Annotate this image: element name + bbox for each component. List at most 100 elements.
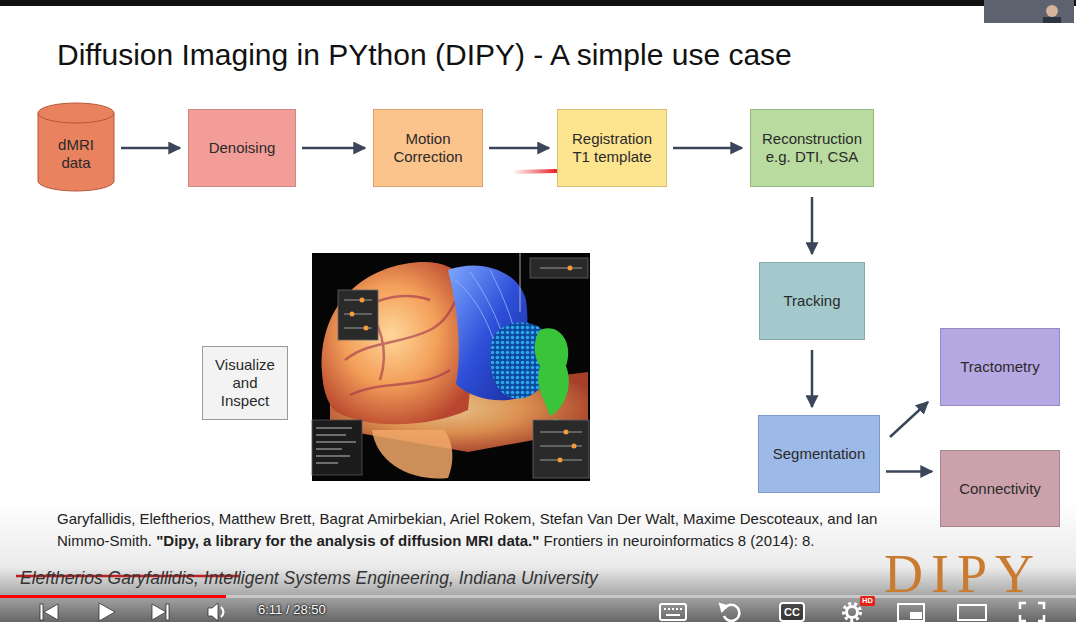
panel-line [316, 448, 342, 450]
box-label: Reconstruction e.g. DTI, CSA [759, 130, 865, 166]
previous-icon [40, 604, 43, 620]
ui-panel [312, 420, 362, 475]
cylinder-body [38, 103, 114, 191]
flow-arrow [886, 470, 932, 473]
panel-line [316, 441, 356, 443]
output-box: Connectivity [940, 450, 1060, 527]
theater-icon [958, 605, 986, 620]
player-controls [40, 603, 224, 621]
ui-panel [530, 258, 588, 278]
render-background [312, 253, 590, 481]
flow-arrow [302, 147, 365, 150]
player-shade [0, 500, 1076, 622]
slider-knob [364, 326, 369, 331]
flow-arrow [121, 147, 180, 150]
hd-badge-text: HD [860, 596, 875, 606]
slider-knob [568, 266, 573, 271]
slider-knob [564, 430, 569, 435]
panel-line [316, 434, 346, 436]
output-box: Tractometry [940, 328, 1060, 406]
citation: Garyfallidis, Eleftherios, Matthew Brett… [57, 508, 929, 552]
data-cylinder: dMRI data [37, 103, 115, 191]
process-box: Motion Correction [373, 109, 483, 187]
panel-line [316, 462, 338, 464]
panel-box [533, 420, 589, 478]
process-box: Registration T1 template [557, 109, 667, 187]
miniplayer-icon [898, 604, 924, 621]
top-bar [0, 0, 1076, 6]
keyboard-keys [664, 608, 682, 610]
volume-wave [221, 607, 224, 617]
ui-panel [338, 290, 378, 340]
box-label: Motion Correction [384, 130, 472, 166]
lower-slice [372, 430, 452, 479]
video-time: 6:11 / 28:50 [258, 603, 326, 618]
panel-box [338, 290, 378, 340]
panel-box [530, 258, 588, 278]
slider-knob [558, 458, 563, 463]
panel-box [312, 420, 362, 475]
panel-lines [316, 428, 356, 463]
next-icon [166, 604, 169, 620]
process-box: Denoising [188, 109, 296, 187]
ui-panel [533, 420, 589, 478]
webcam-frame [984, 0, 1074, 23]
cc-button-text: CC [780, 603, 804, 621]
slider-track [344, 300, 372, 301]
box-label: Connectivity [959, 480, 1041, 498]
flow-arrow [489, 147, 549, 150]
note-box: Visualize and Inspect [202, 346, 288, 420]
box-label: dMRI data [45, 136, 107, 172]
brain-rendering [312, 253, 590, 481]
citation-journal: Frontiers in neuroinformatics 8 (2014): … [544, 532, 815, 549]
process-box: Segmentation [758, 415, 880, 493]
next-icon [152, 604, 166, 620]
keyboard-icon [660, 604, 686, 620]
process-box: Tracking [759, 262, 865, 340]
flow-arrow [811, 197, 814, 254]
box-label: Registration T1 template [568, 130, 656, 166]
box-label: Tracking [784, 292, 841, 310]
slider-track [540, 268, 582, 269]
panel-line [316, 455, 350, 457]
cc-button [780, 603, 804, 621]
flow-arrow [890, 402, 928, 437]
cylinder-rim [38, 113, 114, 123]
settings-gear [847, 607, 858, 618]
citation-title: "Dipy, a library for the analysis of dif… [156, 532, 539, 549]
box-label: Tractometry [960, 358, 1039, 376]
keyboard-space [666, 614, 680, 616]
autoplay-arrow [720, 604, 727, 611]
slider-track [540, 432, 582, 433]
box-label: Visualize and Inspect [208, 356, 282, 410]
slider-track [344, 314, 372, 315]
webcam-thumbnail [984, 0, 1074, 23]
flow-arrow [811, 350, 814, 407]
panel-line [316, 427, 352, 429]
slider-knob [350, 312, 355, 317]
webcam-face [1046, 5, 1058, 17]
box-label: Denoising [209, 139, 276, 157]
progress-played [0, 595, 226, 598]
slice-fold [350, 370, 450, 395]
process-box: Reconstruction e.g. DTI, CSA [750, 109, 874, 187]
hd-badge [860, 596, 875, 606]
box-label: Segmentation [773, 445, 866, 463]
slider-knob [360, 298, 365, 303]
green-bundle [535, 328, 569, 416]
miniplayer-inset [910, 612, 922, 619]
volume-icon [208, 603, 218, 621]
frame-line [520, 253, 521, 312]
flow-arrow [673, 147, 742, 150]
footer-affiliation: Eleftherios Garyfallidis, Intelligent Sy… [20, 568, 598, 588]
slide-title: Diffusion Imaging in PYthon (DIPY) - A s… [57, 38, 792, 72]
laser-pointer [512, 171, 556, 172]
fullscreen-icon [1020, 603, 1044, 621]
slider-knob [572, 444, 577, 449]
previous-icon [44, 604, 58, 620]
play-icon [99, 603, 115, 621]
dipy-logo: DIPY [884, 543, 1042, 605]
